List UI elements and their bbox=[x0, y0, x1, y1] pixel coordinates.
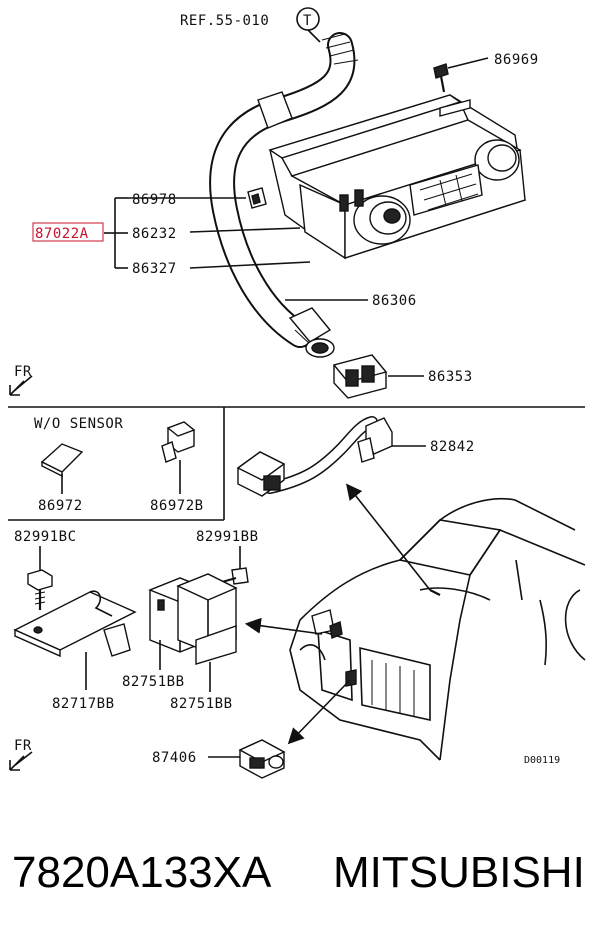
wo-sensor-label: W/O SENSOR bbox=[34, 416, 123, 432]
cover-86972 bbox=[40, 443, 84, 478]
screw-86969 bbox=[433, 63, 449, 93]
caption-brand: MITSUBISHI bbox=[333, 848, 585, 897]
wo-sensor-box bbox=[8, 407, 225, 521]
ref-leader bbox=[307, 29, 321, 43]
arrow-to-relays bbox=[244, 617, 323, 635]
label-86353: 86353 bbox=[428, 369, 473, 385]
arrow-to-87406 bbox=[287, 679, 351, 745]
label-86978: 86978 bbox=[132, 192, 177, 208]
fr-arrow-bottom bbox=[9, 751, 33, 771]
label-86972B: 86972B bbox=[150, 498, 204, 514]
sensor-87406 bbox=[238, 739, 286, 779]
sensor-harness-82842 bbox=[236, 416, 393, 497]
arrow-to-82842 bbox=[346, 483, 431, 591]
clip-86978 bbox=[247, 187, 267, 209]
leader-86232 bbox=[189, 227, 301, 233]
label-87406: 87406 bbox=[152, 750, 197, 766]
caption-part-number: 7820A133XA bbox=[12, 848, 272, 897]
relay-82751BB-b bbox=[176, 573, 238, 665]
fr-label-top: FR bbox=[14, 364, 32, 380]
vehicle-front-outline bbox=[289, 497, 586, 761]
fr-arrow-top bbox=[9, 375, 33, 396]
label-86972: 86972 bbox=[38, 498, 83, 514]
ref-circle-letter: T bbox=[303, 13, 312, 29]
label-82991BC: 82991BC bbox=[14, 529, 77, 545]
climate-control-unit bbox=[268, 94, 526, 260]
bolt-82991BC bbox=[27, 569, 53, 610]
label-86969: 86969 bbox=[494, 52, 539, 68]
label-82991BB: 82991BB bbox=[196, 529, 259, 545]
harness-tube-86306 bbox=[209, 32, 359, 358]
label-86306: 86306 bbox=[372, 293, 417, 309]
drawing-id: D00119 bbox=[524, 755, 560, 766]
highlight-box-87022A bbox=[32, 222, 104, 242]
bracket-82717BB bbox=[13, 590, 137, 658]
label-82717BB: 82717BB bbox=[52, 696, 115, 712]
ref-label: REF.55-010 bbox=[180, 13, 269, 29]
label-82751BB-a: 82751BB bbox=[122, 674, 185, 690]
bolt-82991BB bbox=[221, 567, 249, 585]
connector-86353 bbox=[332, 354, 388, 399]
leader-86327 bbox=[189, 261, 311, 269]
sensor-86972B bbox=[161, 421, 196, 463]
label-86327: 86327 bbox=[132, 261, 177, 277]
label-86232: 86232 bbox=[132, 226, 177, 242]
label-82751BB-b: 82751BB bbox=[170, 696, 233, 712]
leader-86969 bbox=[447, 57, 489, 69]
fr-label-bottom: FR bbox=[14, 738, 32, 754]
label-87022A: 87022A bbox=[35, 226, 89, 242]
label-82842: 82842 bbox=[430, 439, 475, 455]
